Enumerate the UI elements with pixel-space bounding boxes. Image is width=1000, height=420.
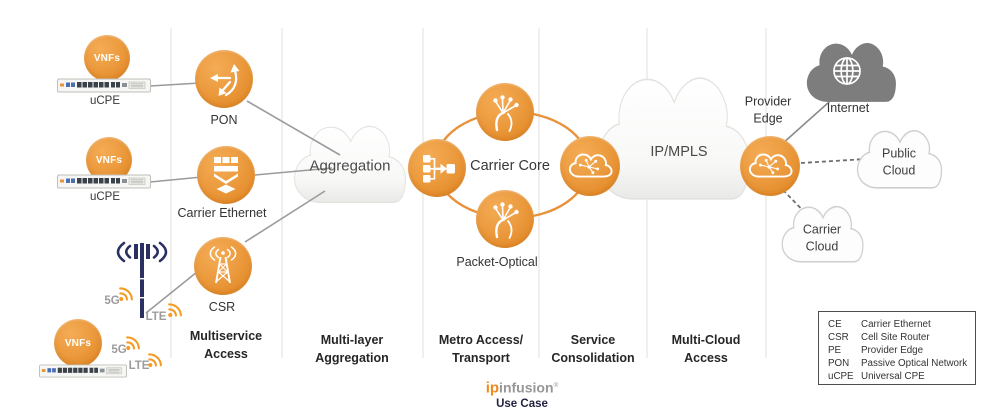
ucpe-label: uCPE	[89, 95, 121, 107]
aggregation-label: Aggregation	[309, 157, 391, 175]
signal-icon	[119, 287, 133, 302]
pon-node	[195, 50, 253, 108]
signal-icon	[148, 353, 162, 368]
footer-branding: ipinfusion® Use Case	[486, 379, 559, 410]
vnfs-label: VNFs	[95, 154, 123, 166]
cloud-network-icon	[748, 153, 793, 178]
ucpe-device	[39, 364, 127, 378]
pe-public-cloud-line	[800, 158, 867, 164]
carrier-ethernet-icon	[214, 157, 238, 194]
provider-edge-label: Provider Edge	[744, 94, 792, 126]
internet-cloud	[806, 42, 896, 102]
ip-mpls-cloud	[596, 77, 750, 200]
ucpe-device	[57, 78, 151, 93]
signal-icon	[168, 303, 182, 318]
pe-internet-line	[781, 93, 839, 145]
vnfs-label: VNFs	[64, 337, 92, 349]
carrier-cloud-label: Carrier Cloud	[802, 222, 842, 254]
vnfs-badge: VNFs	[54, 319, 102, 367]
ucpe3-5g-label: 5G	[111, 344, 127, 356]
access-connector-lines	[145, 82, 341, 314]
carrier-ethernet-node	[197, 146, 255, 204]
aggregation-icon	[423, 155, 455, 183]
service-consolidation-node	[560, 136, 620, 196]
signal-icon	[126, 336, 140, 351]
fiber-optic-icon	[493, 202, 519, 239]
ucpe-device	[57, 174, 151, 189]
ip-mpls-label: IP/MPLS	[650, 144, 708, 160]
carrier-core-label: Carrier Core	[470, 158, 550, 174]
carrier-ethernet-label: Carrier Ethernet	[177, 206, 267, 220]
packet-optical-label: Packet-Optical	[456, 255, 538, 269]
pon-label: PON	[210, 113, 238, 127]
ucpe3-lte-label: LTE	[128, 360, 150, 372]
pe-carrier-cloud-line	[782, 189, 819, 227]
vnfs-label: VNFs	[93, 52, 121, 64]
provider-edge-node	[740, 136, 800, 196]
pon-splitter-icon	[210, 64, 240, 97]
aggregation-node	[408, 139, 466, 197]
csr-node	[194, 237, 252, 295]
public-cloud-label: Public Cloud	[881, 146, 917, 178]
ucpe-label: uCPE	[89, 191, 121, 203]
cell-site-router-icon	[209, 246, 237, 284]
cloud-network-icon	[568, 153, 613, 178]
column-label-metro-access-transport: Metro Access/Transport	[438, 333, 524, 365]
internet-label: Internet	[826, 101, 870, 115]
tower-5g-label: 5G	[104, 295, 120, 307]
tower-lte-label: LTE	[145, 311, 167, 323]
vnfs-badge: VNFs	[84, 35, 130, 81]
csr-label: CSR	[208, 300, 236, 314]
globe-icon	[833, 57, 861, 85]
cell-tower-icon	[116, 241, 168, 318]
packet-optical-node-bottom	[476, 190, 534, 248]
fiber-optic-icon	[493, 95, 519, 132]
ipinfusion-logo: ipinfusion®	[485, 379, 559, 397]
use-case-caption: Use Case	[496, 397, 548, 410]
packet-optical-node-top	[476, 83, 534, 141]
